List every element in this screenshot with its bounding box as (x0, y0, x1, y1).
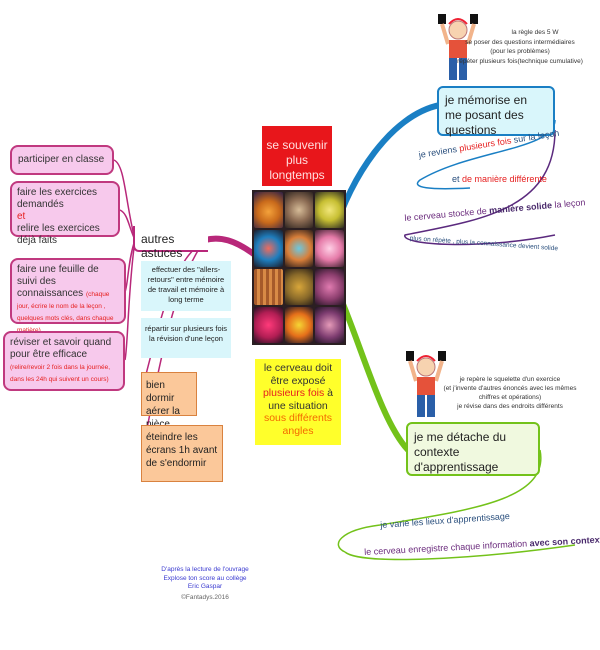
bottom-note-3: chiffres et opérations) (478, 394, 542, 401)
credits-line1: D'après la lecture de l'ouvrage (161, 566, 249, 573)
pink-box-4-main: réviser et savoir quand pour être effica… (10, 337, 112, 360)
brain-image-1 (254, 192, 283, 229)
top-note-1: la règle des 5 W (511, 29, 559, 36)
top-note-3: (pour les problèmes) (490, 48, 550, 55)
top-note-2: se poser des questions intermédiaires (465, 38, 575, 46)
brain-scan-grid (252, 190, 346, 345)
yellow-note-p2: plusieurs fois (262, 387, 325, 399)
yellow-note-p4: sous différents angles (263, 412, 333, 437)
pink-box-2-line1: faire les exercices demandés (17, 187, 98, 210)
peach-box-2-line1: éteindre les écrans 1h avant de s'endorm… (146, 432, 218, 469)
brain-image-9 (315, 268, 344, 305)
topic-detache-label: je me détache du contexte d'apprentissag… (414, 430, 507, 474)
pink-box-3-note: (chaque jour, écrire le nom de la leçon … (17, 291, 114, 334)
credits-line2: Explose ton score au collège (163, 574, 247, 582)
credits-line3: Eric Gaspar (187, 583, 223, 590)
yellow-note-p1: le cerveau doit être exposé (263, 362, 333, 387)
branch-left-sub4 (124, 239, 136, 361)
cyan-box-1: effectuer des "allers-retours" entre mém… (141, 261, 231, 311)
top-curve-2-a: et (452, 174, 463, 184)
peach-box-1-line1: bien dormir (146, 380, 175, 404)
bottom-note-2: (et j'invente d'autres énoncés avec les … (443, 385, 577, 392)
topic-detache: je me détache du contexte d'apprentissag… (406, 422, 540, 476)
character-top-icon (436, 8, 480, 84)
yellow-note-p3: à une situation (268, 387, 334, 412)
peach-box-1-line2: aérer la pièce (146, 406, 180, 430)
credits-line4: ©Fantadys.2016 (181, 593, 229, 601)
character-top-svg (438, 14, 478, 80)
top-note-4: répéter plusieurs fois(technique cumulat… (457, 57, 583, 65)
branch-left-sub1 (113, 159, 136, 241)
bottom-note-1: je repère le squelette d'un exercice (459, 376, 561, 383)
center-title: se souvenir plus longtemps (262, 126, 332, 186)
brain-image-3 (315, 192, 344, 229)
branch-left (202, 235, 258, 258)
topic-autres-astuces-label: autres astuces (141, 232, 183, 260)
brain-image-7 (254, 268, 283, 305)
top-curve-2: et de manière différente (452, 174, 547, 184)
pink-box-3: faire une feuille de suivi des connaissa… (10, 258, 126, 334)
character-bottom-icon (404, 345, 448, 421)
pink-box-2-line2: et (17, 211, 26, 222)
brain-image-4 (254, 230, 283, 267)
bottom-right-notes: je repère le squelette d'un exercice (et… (440, 375, 580, 411)
credits: D'après la lecture de l'ouvrage Explose … (150, 566, 260, 602)
pink-box-4-note: (relire/revoir 2 fois dans la journée, d… (10, 364, 111, 383)
peach-box-2: éteindre les écrans 1h avant de s'endorm… (141, 425, 223, 482)
pink-box-4: réviser et savoir quand pour être effica… (3, 331, 125, 391)
topic-memorise: je mémorise en me posant des questions (437, 86, 555, 137)
curve-top-1 (416, 119, 556, 190)
pink-box-1: participer en classe (10, 145, 114, 175)
pink-box-2-line3: relire les exercices déjà faits (17, 223, 100, 246)
cyan-box-2: répartir sur plusieurs fois la révision … (141, 318, 231, 358)
pink-box-3-main: faire une feuille de suivi des connaissa… (17, 264, 99, 299)
bottom-note-4: je révise dans des endroits différents (457, 403, 563, 410)
center-title-line2: plus longtemps (269, 153, 325, 182)
top-curve-2-b: de manière différente (462, 174, 547, 184)
character-bottom-svg (406, 351, 446, 417)
center-title-line1: se souvenir (266, 138, 328, 152)
peach-box-1: bien dormir aérer la pièce (141, 372, 197, 430)
topic-memorise-label: je mémorise en me posant des questions (445, 93, 528, 137)
top-right-notes: la règle des 5 W se poser des questions … (450, 28, 590, 66)
curve-top-2 (404, 129, 556, 246)
cyan-box-1-text: effectuer des "allers-retours" entre mém… (147, 265, 225, 304)
curve-bottom-1 (337, 449, 542, 553)
brain-image-12 (315, 306, 344, 343)
brain-image-11 (284, 306, 314, 343)
brain-image-2 (284, 192, 314, 229)
brain-image-5 (284, 230, 314, 267)
pink-box-1-text: participer en classe (18, 154, 105, 165)
brain-image-10 (254, 306, 283, 343)
brain-image-6 (315, 230, 344, 267)
pink-box-2: faire les exercices demandés et relire l… (10, 181, 120, 246)
cyan-box-2-text: répartir sur plusieurs fois la révision … (144, 324, 228, 343)
center-yellow-note: le cerveau doit être exposé plusieurs fo… (255, 359, 341, 445)
topic-autres-astuces: autres astuces (133, 226, 208, 260)
curve-bottom-2 (344, 544, 576, 561)
brain-image-8 (284, 268, 314, 305)
